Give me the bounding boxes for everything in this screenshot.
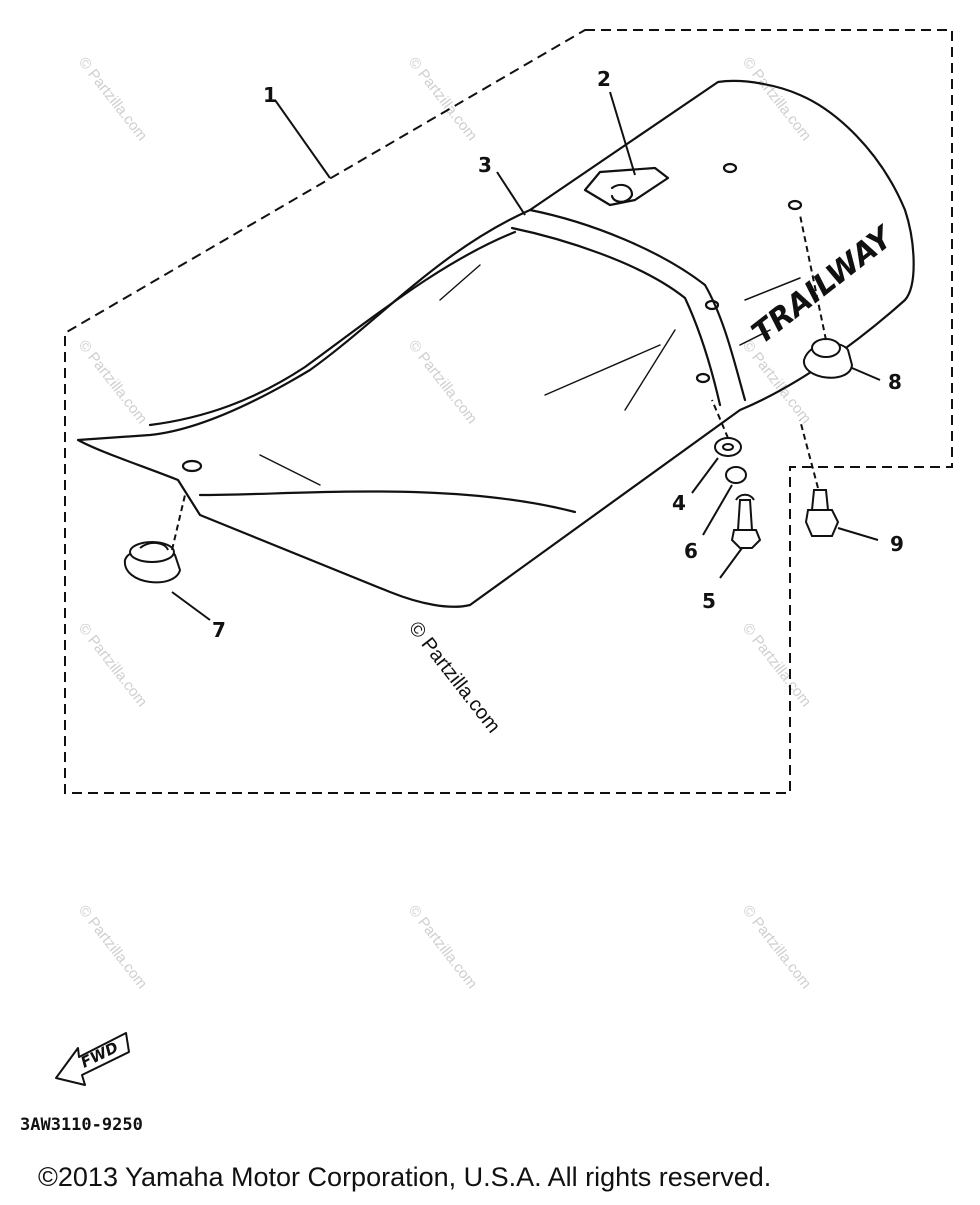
watermark: © Partzilla.com: [75, 337, 151, 427]
watermark: © Partzilla.com: [739, 902, 815, 992]
seat-side-curve: [198, 490, 577, 514]
watermark: © Partzilla.com: [405, 902, 481, 992]
callout-7: 7: [212, 618, 226, 642]
seat-hook: [583, 166, 670, 207]
seat-hole: [181, 459, 203, 473]
callout-5: 5: [702, 589, 716, 613]
leader-line-6: [702, 484, 733, 536]
callout-9: 9: [890, 532, 904, 556]
part-6-lock-washer: [725, 466, 747, 484]
leader-line-9: [837, 527, 879, 541]
fwd-arrow: FWD: [55, 1032, 130, 1086]
leader-line-1: [274, 99, 331, 179]
seat-assembly: [76, 79, 915, 608]
copyright-notice: ©2013 Yamaha Motor Corporation, U.S.A. A…: [38, 1162, 771, 1192]
seat-brand-text: TRAILWAY: [745, 218, 901, 351]
seat-band: [528, 208, 747, 402]
part-8-bumper: [802, 338, 854, 379]
watermark: © Partzilla.com: [75, 54, 151, 144]
watermark: © Partzilla.com: [405, 337, 481, 427]
guide-line: [711, 399, 729, 439]
center-watermark: © Partzilla.com: [404, 618, 504, 738]
callout-2: 2: [597, 67, 611, 91]
leader-line-7: [171, 591, 211, 621]
part-4-washer: [714, 437, 742, 457]
leader-line-3: [496, 171, 526, 216]
watermark: © Partzilla.com: [75, 902, 151, 992]
leader-line-8: [851, 367, 881, 381]
part-code: 3AW3110-9250: [20, 1115, 143, 1135]
fwd-arrow-shape: [55, 1032, 130, 1086]
watermark: © Partzilla.com: [739, 337, 815, 427]
seat-hole: [695, 372, 711, 384]
callouts: 1 2 3 4 5 6 7 8 9: [212, 67, 904, 642]
part-5-bolt: [730, 493, 762, 549]
part-7-bumper: [123, 541, 182, 584]
seat-outline: [76, 79, 915, 608]
watermark: © Partzilla.com: [739, 54, 815, 144]
seat-hole: [704, 299, 720, 311]
callout-1: 1: [263, 83, 277, 107]
seat-sheen: [259, 264, 676, 486]
callout-6: 6: [684, 539, 698, 563]
watermark: © Partzilla.com: [739, 620, 815, 710]
guide-line: [799, 214, 827, 341]
watermark: © Partzilla.com: [75, 620, 151, 710]
callout-3: 3: [478, 153, 492, 177]
callout-8: 8: [888, 370, 902, 394]
seat-tail-stroke: [739, 277, 801, 346]
seat-top-contour: [148, 230, 517, 427]
leader-line-2: [609, 91, 636, 176]
watermark: © Partzilla.com: [405, 54, 481, 144]
callout-4: 4: [672, 491, 686, 515]
seat-hole: [722, 162, 738, 174]
leader-line-4: [691, 457, 719, 494]
leader-line-5: [719, 547, 743, 579]
seat-hook: [610, 183, 634, 203]
guide-line: [171, 494, 186, 551]
watermarks: © Partzilla.com © Partzilla.com © Partzi…: [75, 54, 815, 992]
leader-lines: [171, 91, 881, 621]
seat-hole: [787, 199, 803, 211]
assembly-boundary: [64, 29, 953, 794]
part-9-stud: [804, 489, 840, 537]
seat-band: [510, 226, 722, 407]
guide-line: [799, 419, 819, 489]
